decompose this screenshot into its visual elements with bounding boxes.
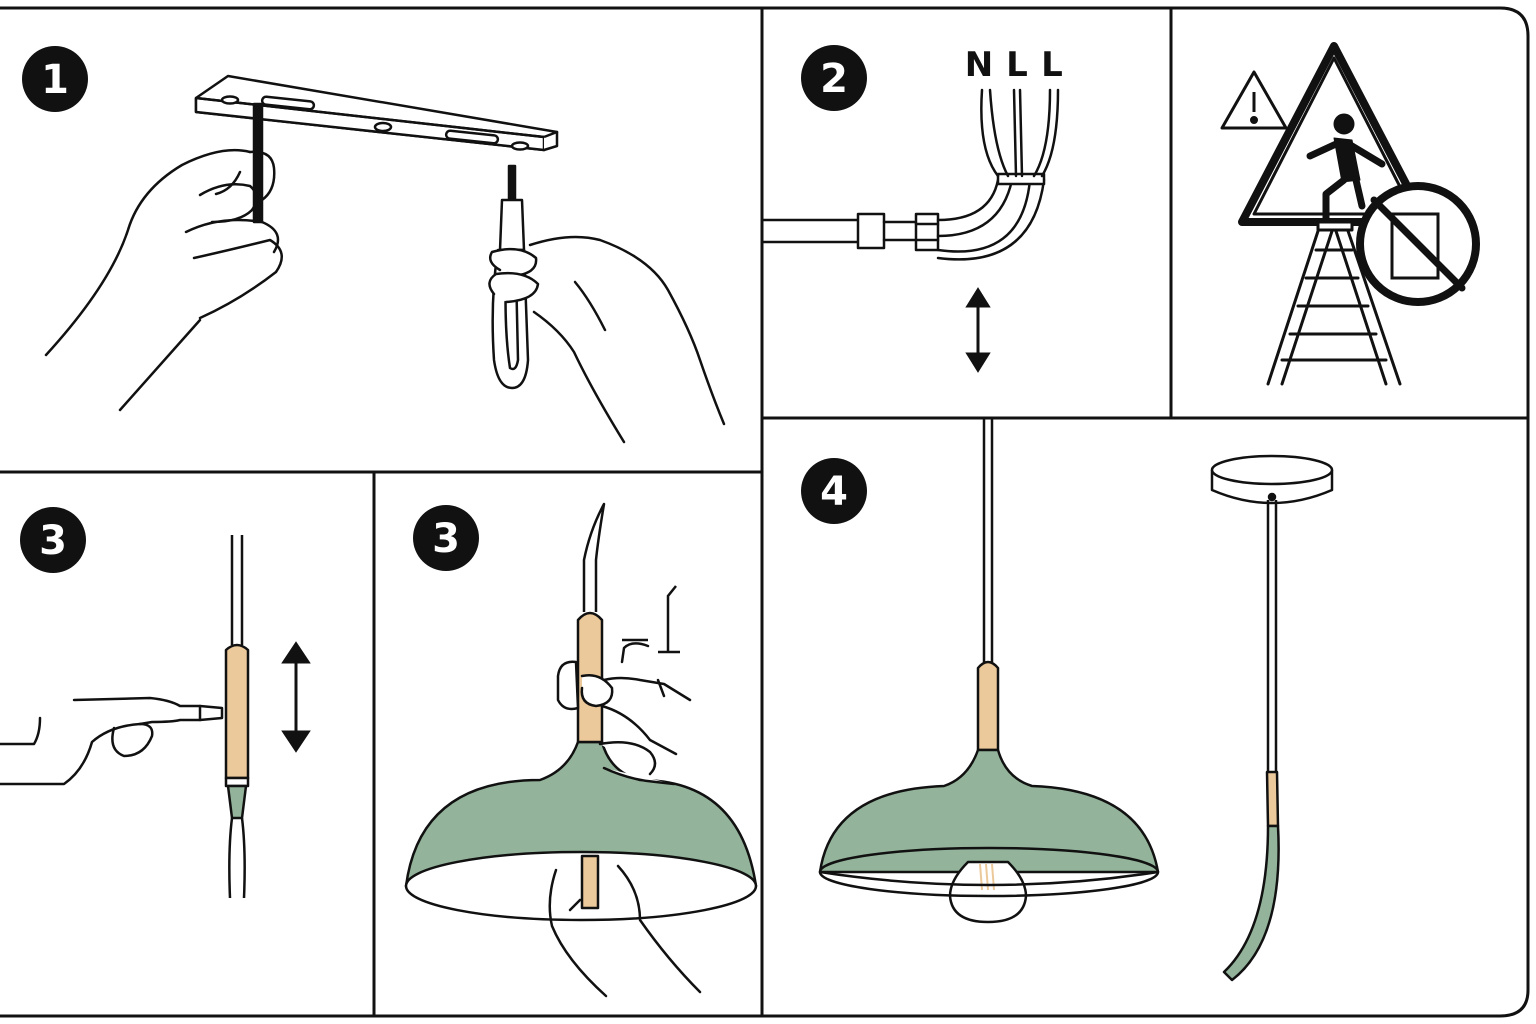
step-3b-badge: 3	[413, 505, 479, 571]
step-1-number: 1	[41, 57, 69, 103]
step-1-badge: 1	[22, 46, 88, 112]
step-4-number: 4	[820, 469, 848, 515]
mounting-bracket	[194, 74, 559, 152]
power-cable	[760, 88, 1060, 261]
step-3a-number: 3	[39, 518, 67, 564]
wire-label-neutral: N	[965, 45, 993, 85]
cord-and-holder	[224, 535, 250, 899]
up-down-arrow-icon	[965, 287, 991, 373]
climbing-hazard-sign	[1238, 42, 1430, 386]
step-4-badge: 4	[801, 458, 867, 524]
hook-detail	[622, 585, 680, 654]
light-bulb-icon	[948, 860, 1028, 924]
warning-triangle-icon	[1220, 70, 1288, 130]
ceiling-canopy-side-view	[1210, 454, 1334, 982]
panel-step-4: 4	[801, 418, 1334, 982]
wire-label-live-2: L	[1041, 45, 1063, 85]
step-2-number: 2	[820, 56, 848, 102]
wire-label-live-1: L	[1006, 45, 1028, 85]
up-down-arrow-icon	[281, 641, 311, 753]
step-2-badge: 2	[801, 45, 867, 111]
panel-step-3a: 3	[0, 507, 311, 899]
finished-pendant-lamp	[818, 418, 1160, 924]
right-hand-screwdriver	[488, 164, 726, 444]
left-hand	[44, 102, 283, 412]
upper-hand	[556, 642, 692, 786]
step-3b-number: 3	[432, 516, 460, 562]
panel-step-2: 2 N L L	[760, 45, 1063, 373]
no-climbing-prohibition-icon	[1356, 182, 1480, 306]
lower-hand	[548, 864, 702, 998]
panel-frame	[0, 6, 1530, 1018]
panel-safety-warning	[1220, 42, 1480, 386]
panel-step-1: 1	[22, 46, 726, 444]
panel-step-3b: 3	[404, 502, 758, 998]
hand-with-screwdriver	[0, 696, 224, 786]
step-3a-badge: 3	[20, 507, 86, 573]
